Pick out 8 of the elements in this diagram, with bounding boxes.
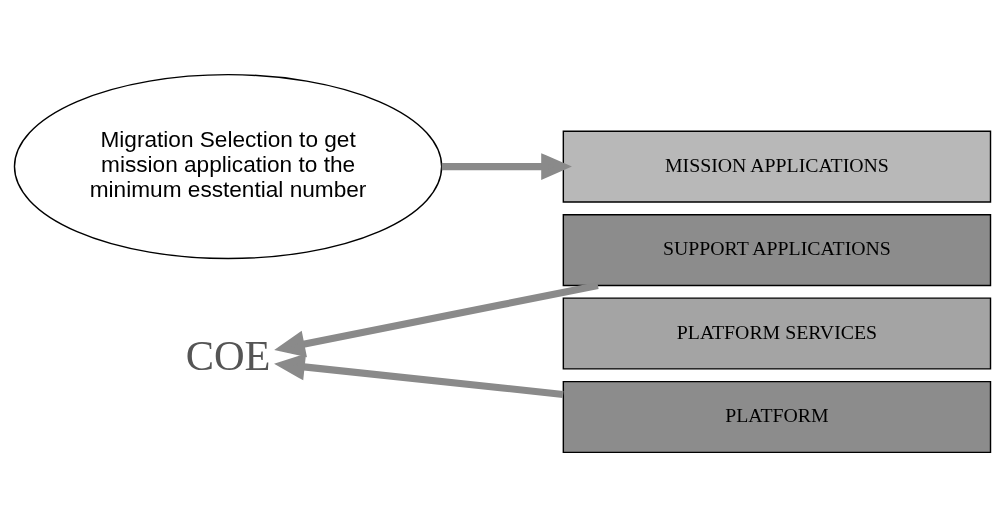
- node-box: MISSION APPLICATIONS: [562, 130, 992, 203]
- node-box: PLATFORM: [562, 380, 992, 454]
- node-ellipse: Migration Selection to get mission application to the minimum esstential number: [13, 73, 443, 260]
- arrow: [274, 353, 564, 398]
- node-text: COE: [185, 331, 271, 379]
- arrow: [441, 153, 572, 181]
- node-box: SUPPORT APPLICATIONS: [562, 214, 992, 287]
- node-box: PLATFORM SERVICES: [562, 297, 992, 370]
